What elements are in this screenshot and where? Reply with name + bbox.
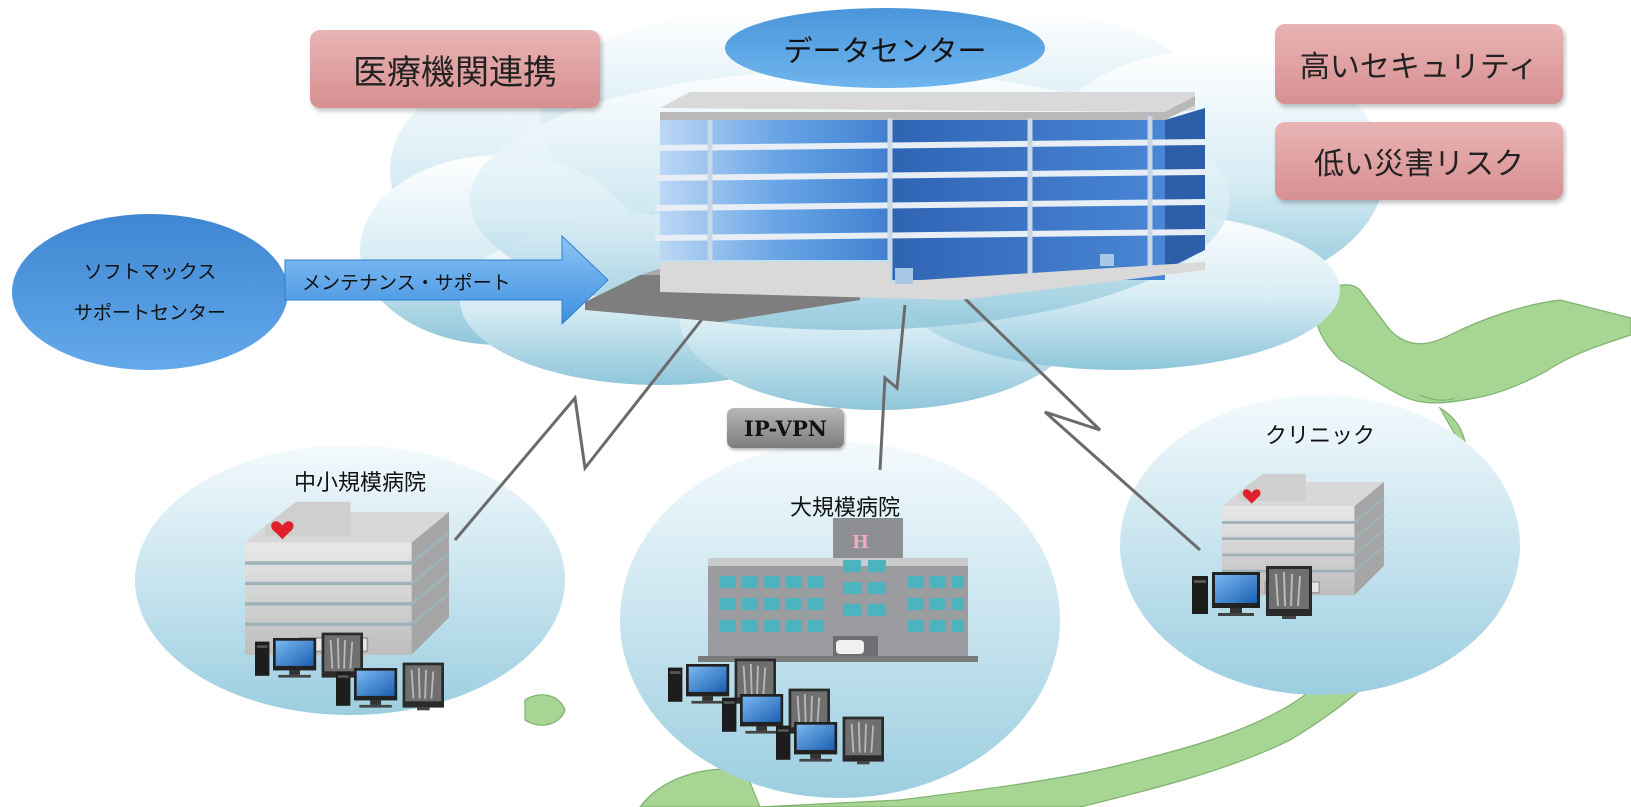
data-center-title-oval — [725, 8, 1045, 88]
vpn-line-clinic — [956, 290, 1201, 552]
support-center-label-line2: サポートセンター — [73, 302, 226, 324]
svg-text:H: H — [852, 532, 869, 553]
small-hospital-building — [243, 500, 451, 657]
ip-vpn-badge: IP-VPN — [727, 408, 844, 448]
vpn-line-large-hospital — [878, 304, 907, 471]
data-center-title: データセンター — [783, 34, 987, 68]
feature-high-security: 高いセキュリティ — [1275, 24, 1563, 104]
large-hospital-building: H — [698, 518, 978, 662]
small-hospital-label: 中小規模病院 — [293, 471, 426, 496]
clinic-label: クリニック — [1264, 424, 1375, 449]
maintenance-support-label: メンテナンス・サポート — [302, 272, 511, 294]
data-center-building — [585, 92, 1206, 322]
support-center-oval — [12, 214, 288, 370]
feature-medical-collaboration: 医療機関連携 — [310, 30, 600, 108]
feature-low-disaster-risk: 低い災害リスク — [1275, 122, 1563, 200]
large-hospital-label: 大規模病院 — [789, 496, 900, 521]
network-lines — [453, 290, 1201, 552]
vpn-line-small-hospital — [453, 317, 705, 541]
support-center-label-line1: ソフトマックス — [83, 261, 217, 283]
